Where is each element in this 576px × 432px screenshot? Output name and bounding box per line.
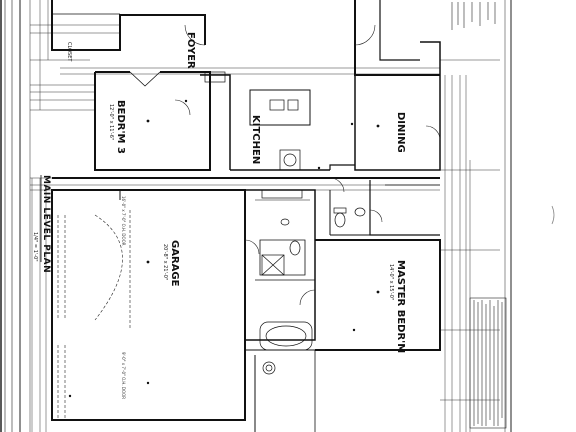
page-frame [0,0,512,432]
room-labels: FOYER BEDR'M 3 12'-0" x 11'-6" KITCHEN D… [66,32,406,399]
label-master-size: 14'-0" x 15'-0" [388,264,394,300]
plan-title-block: MAIN LEVEL PLAN 1/4" = 1'-0" [32,175,51,273]
label-master-bedroom: MASTER BEDR'M [395,260,406,353]
label-bedroom-3: BEDR'M 3 [115,100,126,154]
label-foyer: FOYER [185,32,196,69]
label-dining: DINING [395,112,406,153]
light-fixtures [68,99,380,398]
margin-mark [551,205,555,225]
walls [51,0,441,432]
label-closet: CLOSET [66,42,72,62]
plan-scale: 1/4" = 1'-0" [32,232,38,262]
label-garage-door-1: 16'-0" x 7'-0" O.H. DOOR [121,196,126,246]
label-bedroom-3-size: 12'-0" x 11'-6" [108,104,114,140]
dimension-lines [30,0,500,432]
notes-block [469,297,507,429]
plan-title: MAIN LEVEL PLAN [41,175,51,273]
top-notes [451,2,496,30]
door-swings [174,24,441,306]
label-garage: GARAGE [169,240,180,287]
label-garage-size: 20'-8" x 21'-0" [162,244,168,280]
label-kitchen: KITCHEN [250,115,261,164]
garage-doors [57,210,131,420]
fixtures [204,71,366,375]
label-garage-door-2: 9'-0" x 7'-0" O.H. DOOR [121,352,126,399]
